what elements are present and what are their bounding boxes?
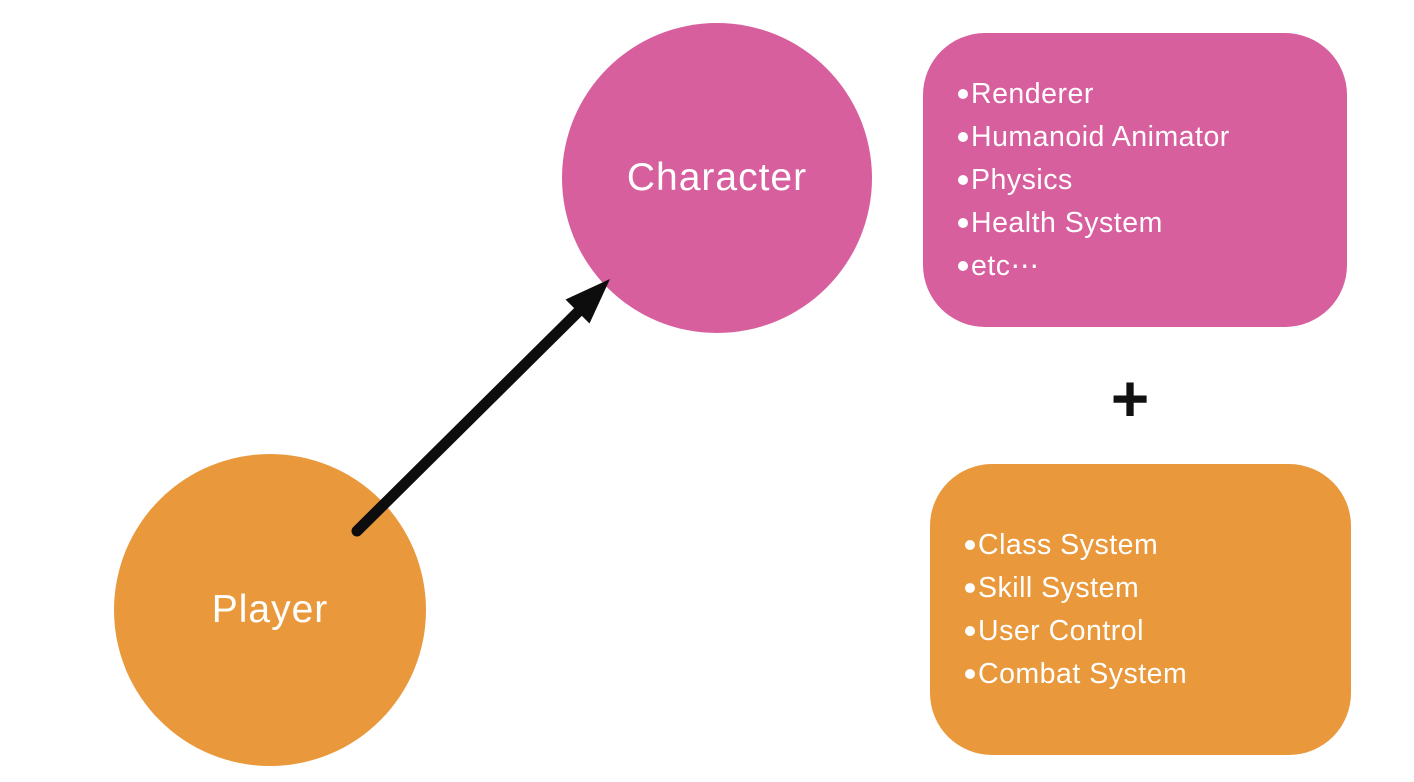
list-item-label: Physics [971, 163, 1073, 196]
bullet-icon [958, 132, 968, 142]
bullet-icon [965, 583, 975, 593]
list-item: Humanoid Animator [958, 116, 1347, 159]
bullet-icon [965, 669, 975, 679]
list-item: Combat System [965, 653, 1351, 696]
player-node-label: Player [211, 588, 329, 631]
character-node: Character [562, 23, 872, 333]
player-node: Player [114, 454, 426, 766]
character-node-label: Character [626, 156, 808, 199]
list-item-label: Combat System [978, 657, 1188, 690]
list-item-label: Class System [978, 528, 1159, 561]
list-item-label: etc⋯ [971, 250, 1040, 282]
arrow-shaft-icon [351, 303, 587, 537]
bullet-icon [958, 175, 968, 185]
list-item: Health System [958, 202, 1347, 245]
list-item: Physics [958, 159, 1347, 202]
list-item-label: Humanoid Animator [971, 120, 1230, 153]
plus-sign: + [1110, 361, 1150, 435]
list-item: Renderer [958, 73, 1347, 116]
bullet-icon [958, 89, 968, 99]
list-item: Class System [965, 524, 1351, 567]
arrow-head-icon [565, 279, 610, 324]
bullet-icon [958, 261, 968, 271]
list-item: Skill System [965, 567, 1351, 610]
list-item-label: Skill System [978, 571, 1140, 604]
bullet-icon [958, 218, 968, 228]
bullet-icon [965, 540, 975, 550]
list-item: User Control [965, 610, 1351, 653]
list-item-label: Renderer [971, 77, 1094, 110]
list-item: etc⋯ [958, 245, 1347, 288]
list-item-label: User Control [978, 614, 1144, 647]
list-item-label: Health System [971, 206, 1163, 239]
bullet-icon [965, 626, 975, 636]
